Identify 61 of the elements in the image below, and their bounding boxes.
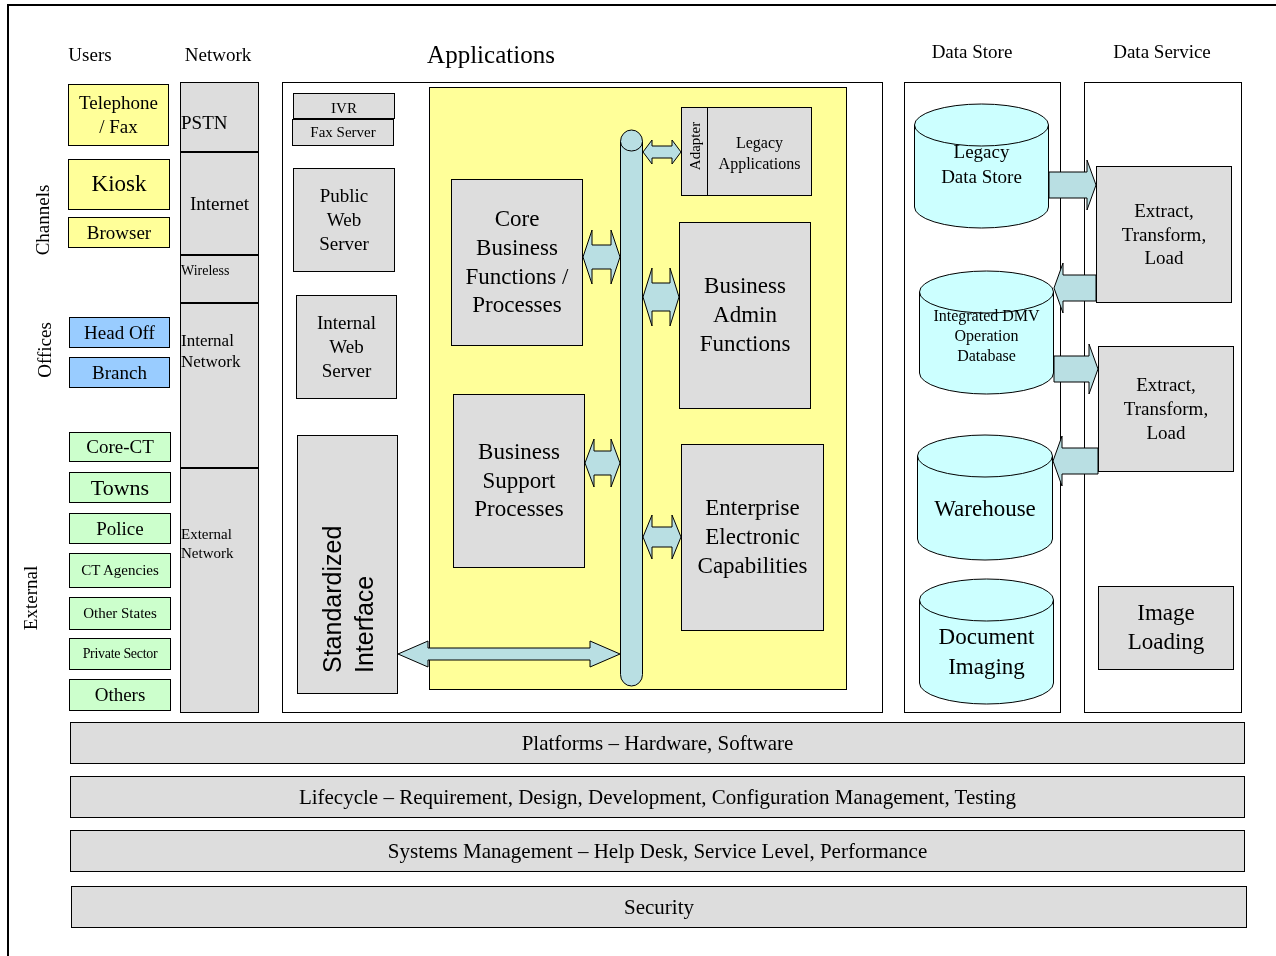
process-box: Others	[69, 679, 171, 711]
network-segment: Wireless	[180, 255, 259, 303]
process-box: Branch	[69, 357, 170, 388]
block-arrow	[584, 438, 621, 488]
interface-box	[297, 435, 398, 694]
block-arrow	[1053, 343, 1099, 395]
process-box: Core-CT	[69, 432, 171, 462]
process-box: Security	[71, 886, 1247, 928]
process-box: CT Agencies	[69, 553, 171, 588]
process-box: Business Admin Functions	[679, 222, 811, 409]
database-label: Document Imaging	[937, 623, 1036, 681]
process-box: Police	[69, 513, 171, 544]
database-label: Legacy Data Store	[940, 140, 1023, 189]
adapter-label: Adapter	[687, 121, 702, 171]
group-label: Channels	[32, 184, 52, 256]
panel-heading: Applications	[427, 42, 555, 67]
process-box: Public Web Server	[293, 168, 395, 272]
process-box: Telephone / Fax	[68, 84, 169, 146]
network-segment: PSTN	[180, 82, 259, 152]
block-arrow	[397, 640, 621, 668]
database-label: Warehouse	[934, 495, 1036, 523]
process-box: IVR	[293, 93, 395, 119]
group-label: Offices	[34, 322, 54, 378]
block-arrow	[582, 229, 621, 285]
process-box: Head Off	[69, 317, 170, 348]
block-arrow	[1053, 262, 1097, 314]
process-box: Enterprise Electronic Capabilities	[681, 444, 824, 631]
panel-heading: Data Store	[931, 42, 1013, 61]
block-arrow	[1052, 435, 1099, 487]
process-box: Browser	[68, 217, 170, 248]
process-box: Private Sector	[69, 638, 171, 670]
process-box: Towns	[69, 472, 171, 503]
database-label: Integrated DMV Operation Database	[933, 306, 1040, 366]
process-box: Extract, Transform, Load	[1096, 166, 1232, 303]
network-segment: External Network	[180, 468, 259, 713]
bus-cylinder	[620, 130, 643, 686]
block-arrow	[642, 139, 682, 165]
column-heading: Users	[68, 44, 112, 64]
legacy-box	[681, 107, 812, 196]
process-box: Image Loading	[1098, 586, 1234, 670]
block-arrow	[642, 514, 682, 560]
group-label: External	[20, 565, 40, 631]
process-box: Fax Server	[292, 119, 394, 146]
process-box: Systems Management – Help Desk, Service Level, Performance	[70, 830, 1245, 872]
panel-heading: Data Service	[1113, 42, 1211, 61]
network-segment: Internet	[180, 152, 259, 255]
application-area	[429, 87, 847, 690]
block-arrow	[1048, 159, 1097, 211]
process-box: Business Support Processes	[453, 394, 585, 568]
process-box: Kiosk	[68, 159, 170, 210]
network-segment: Internal Network	[180, 303, 259, 468]
box-label: Standardized Interface	[316, 524, 379, 673]
column-heading: Network	[184, 44, 252, 64]
process-box: Core Business Functions / Processes	[451, 179, 583, 346]
process-box: Other States	[69, 597, 171, 630]
process-box: Extract, Transform, Load	[1098, 346, 1234, 472]
process-box: Internal Web Server	[296, 295, 397, 399]
block-arrow	[642, 267, 680, 327]
box-label: Legacy Applications	[717, 133, 802, 174]
process-box: Platforms – Hardware, Software	[70, 722, 1245, 764]
process-box: Lifecycle – Requirement, Design, Development, Configuration Management, Testing	[70, 776, 1245, 818]
